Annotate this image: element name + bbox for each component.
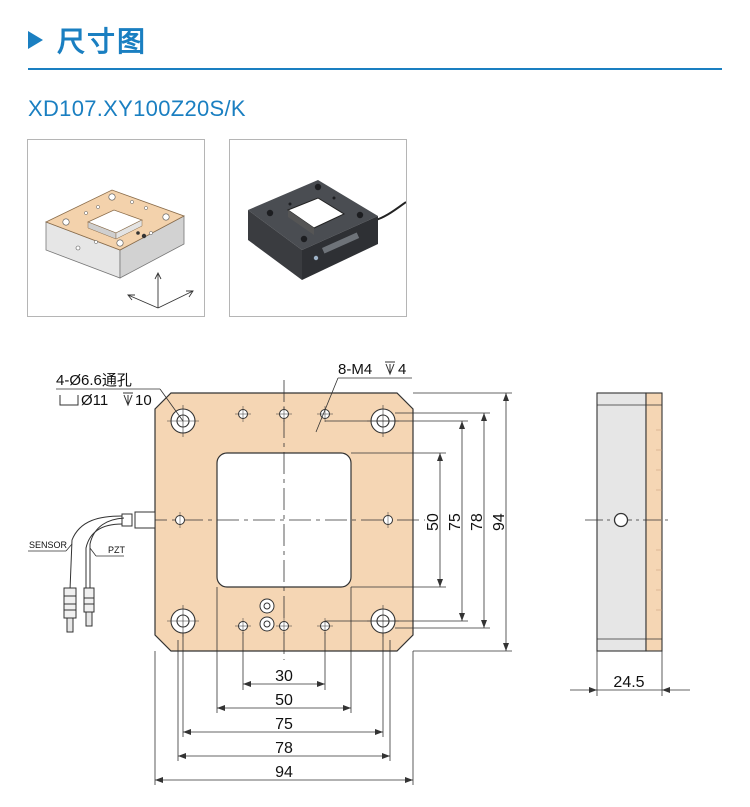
render-image (27, 139, 205, 317)
dim-h-75: 75 (275, 716, 293, 733)
sensor-label: SENSOR (29, 540, 68, 550)
cable-connector (63, 511, 156, 633)
model-number: XD107.XY100Z20S/K (28, 96, 246, 121)
play-arrow-icon (28, 31, 43, 49)
dim-v-78: 78 (469, 513, 486, 531)
dim-thickness: 24.5 (613, 674, 644, 691)
dim-h-94: 94 (275, 764, 293, 781)
thread-callout: 8-M4 (338, 361, 372, 378)
dim-v-94: 94 (491, 513, 508, 531)
thread-depth: 4 (398, 361, 406, 378)
through-hole-callout: 4-Ø6.6通孔 (56, 372, 132, 389)
side-view (585, 392, 672, 652)
pzt-label: PZT (108, 545, 126, 555)
counterbore-callout: Ø11 (81, 392, 108, 409)
header-divider (28, 68, 722, 70)
counterbore-depth: 10 (135, 392, 152, 409)
section-header: 尺寸图 (28, 20, 147, 60)
dim-v-50: 50 (425, 513, 442, 531)
counterbore-symbol (59, 395, 79, 406)
thread-depth-symbol (385, 361, 395, 376)
dim-h-50: 50 (275, 692, 293, 709)
dim-h-78: 78 (275, 740, 293, 757)
section-title: 尺寸图 (57, 25, 148, 58)
dim-h-30: 30 (275, 668, 293, 685)
dim-v-75: 75 (447, 513, 464, 531)
product-photo (229, 139, 407, 317)
depth-symbol (123, 392, 133, 407)
